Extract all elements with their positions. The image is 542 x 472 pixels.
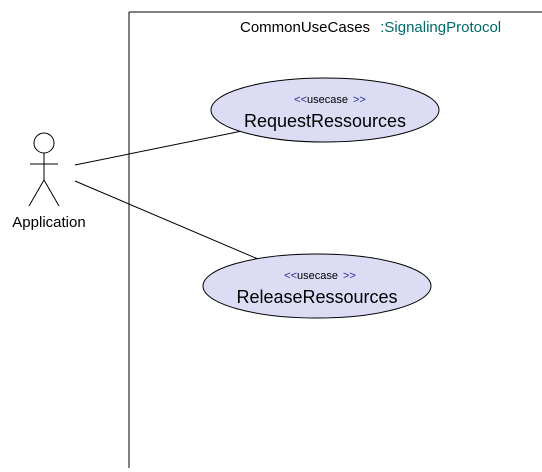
actor-right-leg xyxy=(43,179,60,207)
use-case-stereotype: <<usecase >> xyxy=(294,94,366,106)
use-case-stereotype: <<usecase >> xyxy=(284,270,356,282)
use-case-name: ReleaseRessources xyxy=(236,287,397,307)
subsystem-title: CommonUseCases :SignalingProtocol xyxy=(240,19,501,36)
actor-application[interactable]: Application xyxy=(12,132,86,231)
use-case-release-ressources[interactable]: <<usecase >> ReleaseRessources xyxy=(202,253,432,319)
actor-stick-figure-icon xyxy=(28,132,60,207)
subsystem-name: CommonUseCases xyxy=(240,19,370,36)
actor-name: Application xyxy=(12,214,85,231)
subsystem-stereotype: :SignalingProtocol xyxy=(380,19,501,36)
association-release[interactable] xyxy=(74,180,266,263)
association-request[interactable] xyxy=(74,129,248,166)
stereotype-text: usecase xyxy=(297,270,338,282)
stereotype-text: usecase xyxy=(307,94,348,106)
use-case-request-ressources[interactable]: <<usecase >> RequestRessources xyxy=(210,77,440,143)
stereotype-open: << xyxy=(284,270,297,282)
actor-left-leg xyxy=(28,179,45,207)
use-case-ellipse xyxy=(202,253,432,319)
stereotype-open: << xyxy=(294,94,307,106)
stereotype-close: >> xyxy=(343,270,356,282)
actor-head xyxy=(33,132,55,154)
stereotype-close: >> xyxy=(353,94,366,106)
use-case-name: RequestRessources xyxy=(244,111,406,131)
use-case-ellipse xyxy=(210,77,440,143)
subsystem-boundary[interactable]: CommonUseCases :SignalingProtocol xyxy=(128,11,542,468)
